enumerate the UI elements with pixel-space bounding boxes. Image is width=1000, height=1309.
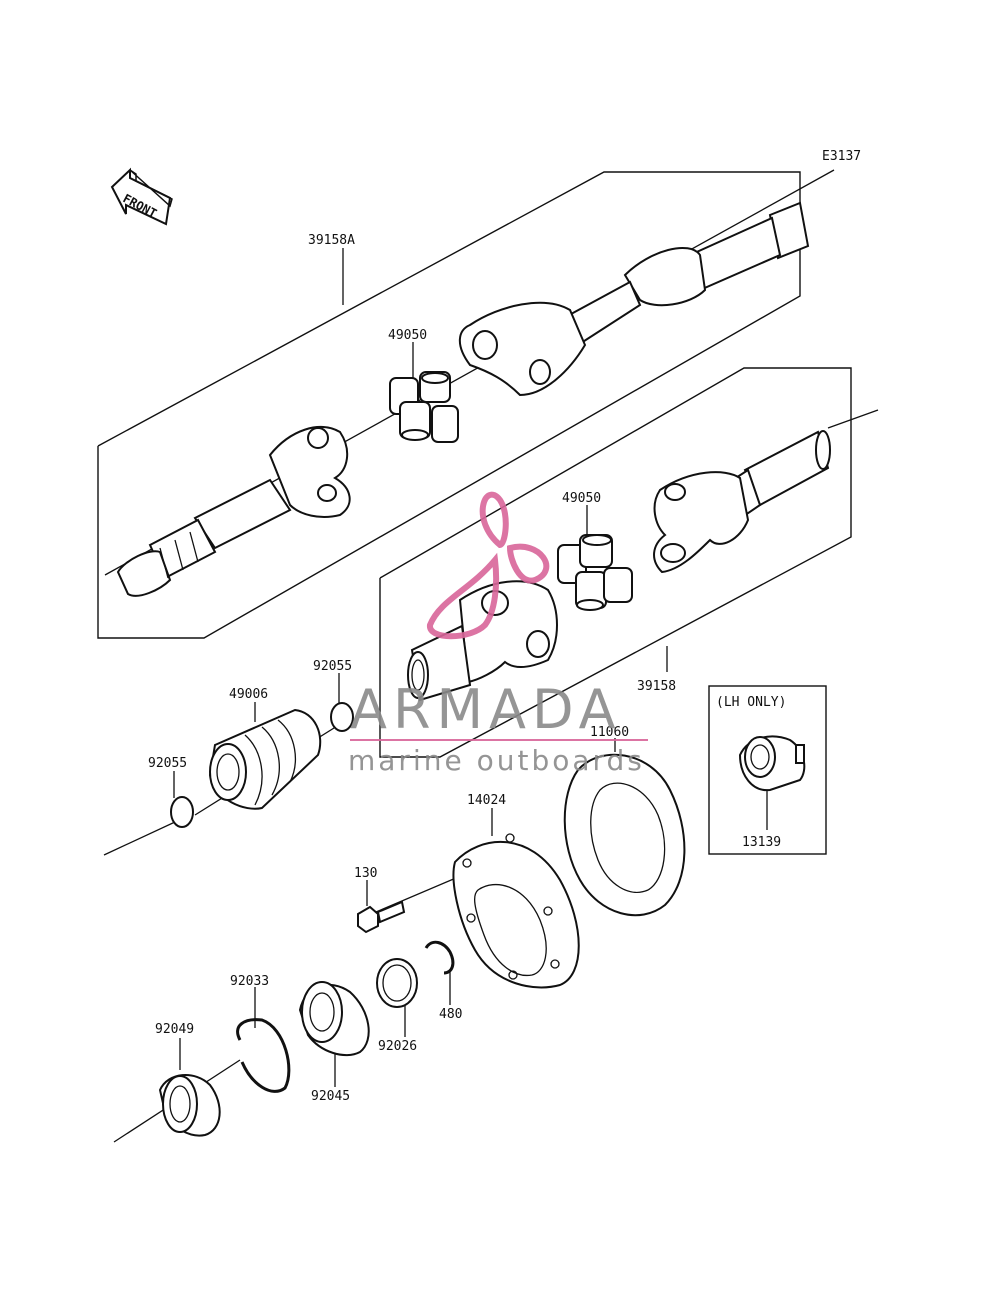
label-joint-lower: 49050: [562, 491, 601, 506]
lh-only-label: (LH ONLY): [716, 695, 786, 710]
boot-bellows: [208, 708, 322, 810]
label-housing: 14024: [467, 793, 506, 808]
label-snap-ring: 92033: [230, 974, 269, 989]
label-boot: 49006: [229, 687, 268, 702]
bearing-housing: [452, 833, 580, 989]
oil-seal: [158, 1073, 221, 1137]
part-labels: 39158A 49050 49050 39158 49006 92055 920…: [148, 233, 781, 1104]
watermark-brand: ARMADA: [350, 678, 622, 741]
o-ring-upper: [330, 702, 354, 732]
label-lh-part: 13139: [742, 835, 781, 850]
label-circlip: 480: [439, 1007, 462, 1022]
label-shaft-rear: 39158: [637, 679, 676, 694]
lh-only-inset: (LH ONLY): [708, 685, 827, 855]
front-arrow-icon: FRONT: [110, 167, 173, 226]
washer: [376, 958, 418, 1008]
label-gasket: 11060: [590, 725, 629, 740]
watermark-tagline: marine outboards: [348, 744, 645, 777]
axle-shaft-front: [116, 201, 810, 597]
propeller-logo-icon: [427, 491, 550, 640]
label-ring-upper: 92055: [313, 659, 352, 674]
label-shaft-front: 39158A: [308, 233, 355, 248]
leader-lines: [103, 342, 768, 1143]
label-joint-upper: 49050: [388, 328, 427, 343]
universal-joint-lower: [557, 534, 633, 611]
diagram-code: E3137: [822, 149, 861, 164]
bolt: [357, 900, 406, 934]
label-bearing: 92045: [311, 1089, 350, 1104]
o-ring-lower: [170, 796, 194, 828]
label-washer: 92026: [378, 1039, 417, 1054]
label-seal: 92049: [155, 1022, 194, 1037]
axle-shaft-rear: [407, 430, 831, 702]
armada-watermark: ARMADA marine outboards: [348, 491, 648, 777]
ball-bearing: [298, 981, 370, 1057]
label-bolt: 130: [354, 866, 377, 881]
circlip: [424, 940, 455, 975]
gasket: [563, 753, 686, 917]
label-ring-lower: 92055: [148, 756, 187, 771]
snap-ring: [236, 1018, 291, 1093]
universal-joint-upper: [389, 371, 459, 443]
frame-shaft-rear: [379, 367, 879, 758]
